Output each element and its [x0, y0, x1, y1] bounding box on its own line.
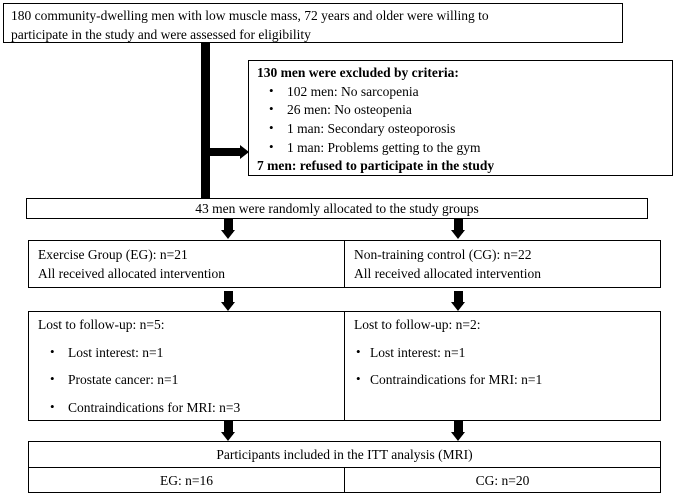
allocation-box-eg: Exercise Group (EG): n=21 All received a…	[28, 240, 345, 288]
allocation-cg-line-2: All received allocated intervention	[354, 265, 542, 281]
itt-title: Participants included in the ITT analysi…	[29, 442, 660, 468]
arrow-stem	[208, 148, 242, 156]
exclusion-header: 130 men were excluded by criteria:	[257, 65, 459, 80]
arrow-stem	[454, 421, 463, 435]
arrow-head	[451, 230, 465, 239]
lost-followup-box-cg: Lost to follow-up: n=2: Lost interest: n…	[344, 311, 661, 421]
itt-cell-eg: EG: n=16	[29, 468, 345, 493]
allocation-box-cg: Non-training control (CG): n=22 All rece…	[344, 240, 661, 288]
allocation-eg-line-2: All received allocated intervention	[38, 265, 226, 281]
arrow-head	[221, 302, 235, 311]
randomization-box: 43 men were randomly allocated to the st…	[26, 198, 648, 219]
lost-eg-bullet-item: Prostate cancer: n=1	[38, 370, 344, 390]
lost-eg-bullet-list: Lost interest: n=1 Prostate cancer: n=1 …	[38, 343, 344, 418]
exclusion-footer: 7 men: refused to participate in the stu…	[257, 158, 495, 174]
exclusion-bullet-item: 1 man: Problems getting to the gym	[257, 138, 666, 158]
arrow-head	[240, 145, 249, 159]
lost-eg-bullet-item: Contraindications for MRI: n=3	[38, 398, 344, 418]
arrow-stem	[224, 421, 233, 435]
arrow-stem	[224, 219, 233, 233]
lost-cg-bullet-list: Lost interest: n=1 Contraindications for…	[354, 343, 660, 390]
arrow-head	[451, 302, 465, 311]
allocation-eg-line-1: Exercise Group (EG): n=21	[38, 247, 188, 262]
lost-eg-bullet-item: Lost interest: n=1	[38, 343, 344, 363]
arrow-head	[451, 432, 465, 441]
itt-results-row: EG: n=16 CG: n=20	[29, 468, 660, 493]
arrow-stem	[224, 291, 233, 305]
arrow-stem	[454, 219, 463, 233]
arrow-head	[221, 432, 235, 441]
enrollment-line-1: 180 community-dwelling men with low musc…	[11, 8, 489, 23]
exclusion-bullet-list: 102 men: No sarcopenia 26 men: No osteop…	[257, 82, 666, 158]
exclusion-bullet-item: 102 men: No sarcopenia	[257, 82, 666, 102]
arrow-head	[221, 230, 235, 239]
exclusion-bullet-item: 1 man: Secondary osteoporosis	[257, 119, 666, 139]
lost-cg-bullet-item: Lost interest: n=1	[354, 343, 660, 363]
lost-cg-header: Lost to follow-up: n=2:	[354, 317, 481, 332]
allocation-cg-line-1: Non-training control (CG): n=22	[354, 247, 532, 262]
lost-followup-box-eg: Lost to follow-up: n=5: Lost interest: n…	[28, 311, 345, 421]
randomization-text: 43 men were randomly allocated to the st…	[195, 201, 479, 216]
exclusion-bullet-item: 26 men: No osteopenia	[257, 100, 666, 120]
arrow-stem	[201, 43, 210, 213]
lost-cg-bullet-item: Contraindications for MRI: n=1	[354, 370, 660, 390]
enrollment-box: 180 community-dwelling men with low musc…	[3, 3, 623, 43]
itt-cell-cg: CG: n=20	[475, 473, 530, 488]
enrollment-line-2: participate in the study and were assess…	[11, 26, 311, 42]
itt-analysis-box: Participants included in the ITT analysi…	[28, 441, 661, 493]
arrow-stem	[454, 291, 463, 305]
exclusion-box: 130 men were excluded by criteria: 102 m…	[248, 60, 673, 176]
lost-eg-header: Lost to follow-up: n=5:	[38, 317, 165, 332]
